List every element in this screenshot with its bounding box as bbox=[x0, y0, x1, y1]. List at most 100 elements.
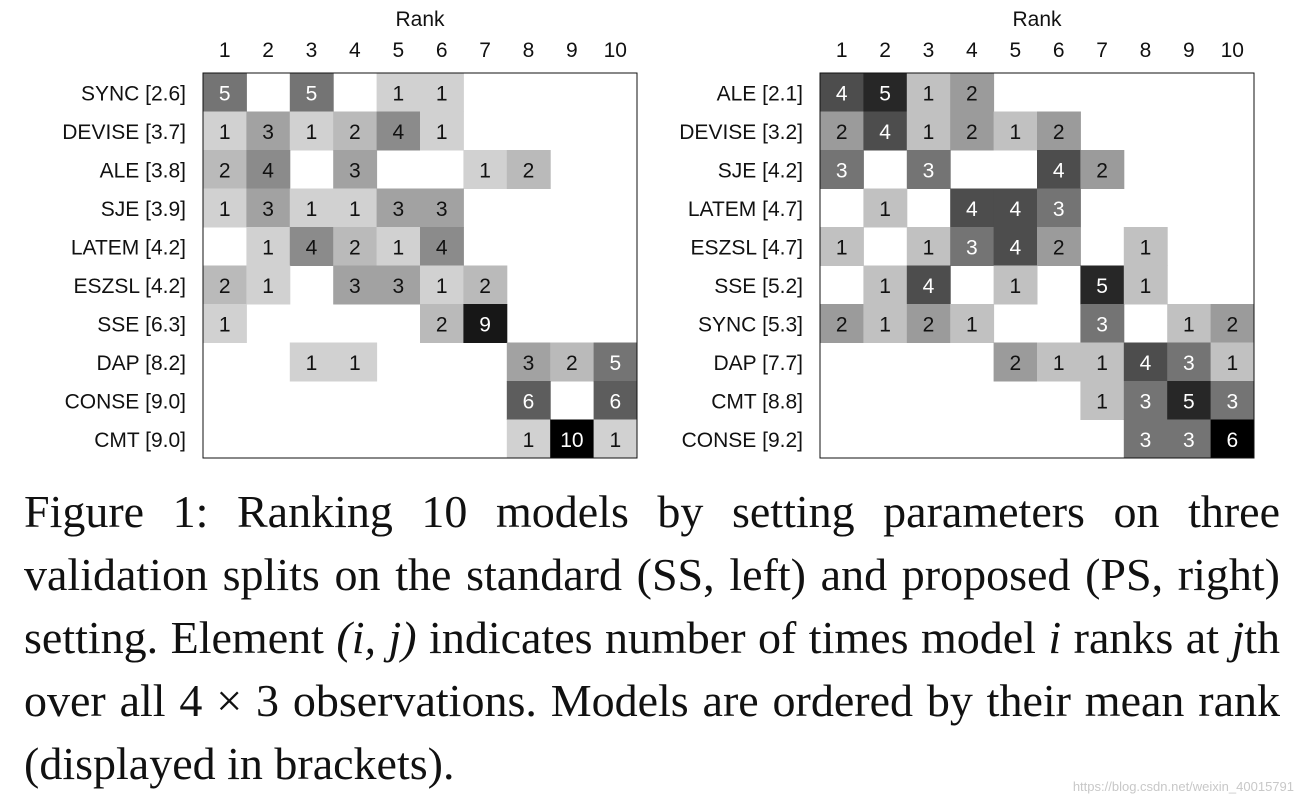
heatmap-cell bbox=[593, 419, 638, 459]
heatmap-cell bbox=[333, 150, 378, 189]
cell-value-label: 1 bbox=[479, 159, 491, 182]
cell-value-label: 6 bbox=[1226, 429, 1238, 452]
cell-value-label: 4 bbox=[392, 121, 404, 144]
cell-value-label: 1 bbox=[1183, 313, 1195, 336]
cell-value-label: 3 bbox=[392, 275, 404, 298]
cell-value-label: 2 bbox=[1053, 121, 1065, 144]
heatmap-cell bbox=[863, 188, 908, 228]
heatmap-cell bbox=[1080, 342, 1125, 382]
column-tick-label: 1 bbox=[219, 39, 231, 62]
cell-value-label: 9 bbox=[479, 313, 491, 336]
cell-value-label: 5 bbox=[219, 82, 231, 105]
row-label: ALE [2.1] bbox=[717, 82, 803, 105]
heatmap-cell bbox=[203, 304, 247, 343]
heatmap-cell bbox=[906, 111, 951, 151]
cell-value-label: 3 bbox=[1053, 198, 1065, 221]
row-label: ALE [3.8] bbox=[100, 159, 186, 182]
heatmap-cell bbox=[376, 73, 421, 112]
cell-value-label: 1 bbox=[219, 121, 231, 144]
heatmap-cell bbox=[246, 111, 291, 151]
row-label: CMT [8.8] bbox=[711, 390, 803, 413]
cell-value-label: 4 bbox=[1009, 198, 1021, 221]
cell-value-label: 1 bbox=[923, 121, 935, 144]
heatmap-cell bbox=[593, 342, 638, 382]
heatmap-cell bbox=[820, 111, 864, 151]
heatmap-cell bbox=[203, 111, 247, 151]
cell-value-label: 4 bbox=[1053, 159, 1065, 182]
heatmap-cell bbox=[333, 227, 378, 266]
heatmap-cell bbox=[203, 265, 247, 305]
row-label: CMT [9.0] bbox=[94, 429, 186, 452]
heatmap-cell bbox=[289, 227, 334, 266]
cell-value-label: 3 bbox=[1183, 352, 1195, 375]
cell-value-label: 1 bbox=[1009, 275, 1021, 298]
cell-value-label: 1 bbox=[392, 236, 404, 259]
cell-value-label: 2 bbox=[219, 159, 231, 182]
heatmap-cell bbox=[420, 188, 464, 228]
heatmap-cell bbox=[246, 188, 291, 228]
cell-value-label: 6 bbox=[523, 390, 535, 413]
cell-value-label: 1 bbox=[219, 198, 231, 221]
heatmap-cell bbox=[863, 111, 908, 151]
cell-value-label: 1 bbox=[219, 313, 231, 336]
cell-value-label: 10 bbox=[560, 429, 583, 452]
cell-value-label: 4 bbox=[966, 198, 978, 221]
heatmap-cell bbox=[420, 111, 464, 151]
caption-math-j: j bbox=[1231, 612, 1245, 663]
column-tick-label: 6 bbox=[1053, 39, 1065, 62]
cell-value-label: 3 bbox=[262, 198, 274, 221]
column-tick-label: 10 bbox=[604, 39, 627, 62]
cell-value-label: 1 bbox=[1140, 275, 1152, 298]
cell-value-label: 1 bbox=[306, 121, 318, 144]
heatmap-cell bbox=[246, 265, 291, 305]
cell-value-label: 5 bbox=[879, 82, 891, 105]
cell-value-label: 3 bbox=[349, 159, 361, 182]
heatmap-cell bbox=[1210, 381, 1255, 420]
column-tick-label: 4 bbox=[966, 39, 978, 62]
caption-math-element: (i, j) bbox=[336, 612, 417, 663]
caption-text-4: th over all bbox=[24, 612, 1281, 726]
heatmap-cell bbox=[506, 419, 551, 459]
column-tick-label: 2 bbox=[262, 39, 274, 62]
cell-value-label: 1 bbox=[392, 82, 404, 105]
heatmap-cell bbox=[820, 227, 864, 266]
cell-value-label: 1 bbox=[262, 236, 274, 259]
cell-value-label: 4 bbox=[1140, 352, 1152, 375]
cell-value-label: 1 bbox=[879, 313, 891, 336]
heatmap-cell bbox=[950, 73, 995, 112]
cell-value-label: 1 bbox=[306, 198, 318, 221]
heatmap-cell bbox=[550, 342, 595, 382]
heatmap-cell bbox=[820, 73, 864, 112]
heatmap-cell bbox=[1080, 150, 1125, 189]
cell-value-label: 1 bbox=[1096, 390, 1108, 413]
heatmap-cell bbox=[376, 265, 421, 305]
figure-caption: Figure 1: Ranking 10 models by setting p… bbox=[24, 480, 1280, 795]
heatmap-cell bbox=[420, 304, 464, 343]
heatmap-cell bbox=[1123, 265, 1168, 305]
row-label: ESZSL [4.7] bbox=[691, 236, 803, 259]
heatmap-cell bbox=[203, 73, 247, 112]
cell-value-label: 3 bbox=[349, 275, 361, 298]
cell-value-label: 2 bbox=[1096, 159, 1108, 182]
heatmap-cell bbox=[289, 73, 334, 112]
cell-value-label: 1 bbox=[1096, 352, 1108, 375]
row-label: CONSE [9.0] bbox=[65, 390, 186, 413]
row-label: CONSE [9.2] bbox=[682, 429, 803, 452]
cell-value-label: 4 bbox=[879, 121, 891, 144]
heatmap-cell bbox=[950, 188, 995, 228]
row-label: ESZSL [4.2] bbox=[74, 275, 186, 298]
heatmap-cell bbox=[906, 304, 951, 343]
cell-value-label: 1 bbox=[836, 236, 848, 259]
heatmap-cell bbox=[463, 150, 508, 189]
cell-value-label: 5 bbox=[609, 352, 621, 375]
cell-value-label: 3 bbox=[1096, 313, 1108, 336]
cell-value-label: 4 bbox=[836, 82, 848, 105]
heatmap-cell bbox=[289, 188, 334, 228]
heatmap-cell bbox=[1210, 304, 1255, 343]
heatmap-cell bbox=[1167, 419, 1212, 459]
cell-value-label: 1 bbox=[436, 121, 448, 144]
heatmap-cell bbox=[1037, 150, 1081, 189]
cell-value-label: 2 bbox=[1226, 313, 1238, 336]
row-label: DEVISE [3.2] bbox=[679, 121, 803, 144]
